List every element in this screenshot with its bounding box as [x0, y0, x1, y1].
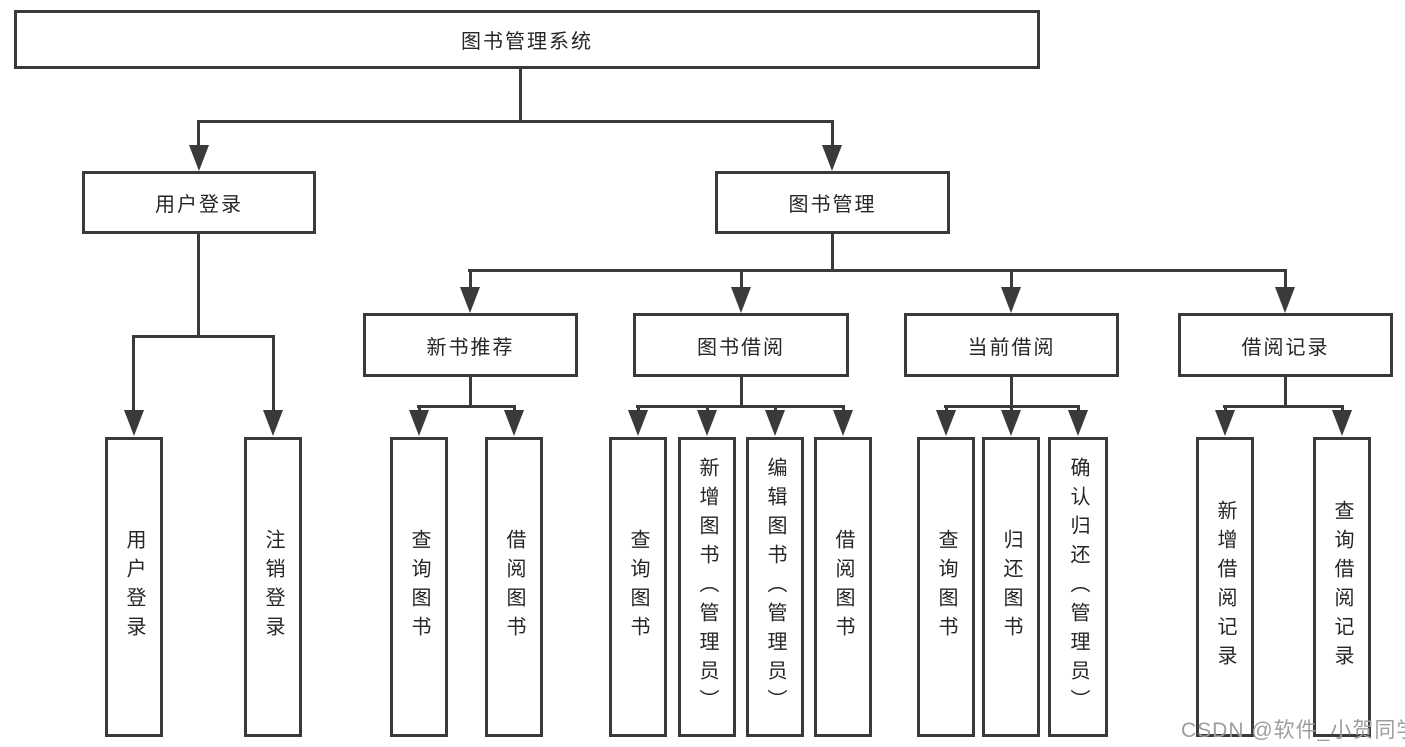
edge-root-trunk: [519, 69, 522, 123]
leaf-edit-book-admin: 编辑图书（管理员）: [746, 437, 804, 737]
arrow-down-icon: [1215, 410, 1235, 436]
node-label: 编辑图书（管理员）: [764, 456, 786, 718]
edge-current-borrow-trunk: [1010, 377, 1013, 408]
arrow-down-icon: [124, 410, 144, 436]
edge-new-book-stub-2: [513, 405, 516, 413]
edge-new-book-rail: [417, 405, 516, 408]
edge-book-management-rail: [468, 269, 1287, 272]
edge-root-rail: [197, 120, 834, 123]
leaf-user-login: 用户登录: [105, 437, 163, 737]
edge-book-borrow-rail: [636, 405, 845, 408]
node-label: 当前借阅: [967, 336, 1056, 359]
edge-current-borrow-stub-1: [945, 405, 948, 413]
edge-book-borrow-stub-1: [637, 405, 640, 413]
edge-book-borrow-trunk: [740, 377, 743, 408]
node-label: 图书管理系统: [461, 31, 593, 53]
node-label: 借阅图书: [503, 529, 525, 645]
leaf-add-book-admin: 新增图书（管理员）: [678, 437, 736, 737]
arrow-down-icon: [263, 410, 283, 436]
leaf-query-books-recommend: 查询图书: [390, 437, 448, 737]
leaf-confirm-return-admin: 确认归还（管理员）: [1048, 437, 1108, 737]
leaf-return-book: 归还图书: [982, 437, 1040, 737]
node-label: 归还图书: [1000, 529, 1022, 645]
leaf-borrow-books-recommend: 借阅图书: [485, 437, 543, 737]
node-label: 注销登录: [262, 529, 284, 645]
arrow-down-icon: [1275, 287, 1295, 313]
node-library-management-system: 图书管理系统: [14, 10, 1040, 69]
node-label: 新增借阅记录: [1214, 500, 1236, 674]
edge-book-borrow-stub-3: [774, 405, 777, 413]
leaf-logout: 注销登录: [244, 437, 302, 737]
edge-stub-book-borrow: [740, 269, 743, 289]
node-label: 用户登录: [155, 194, 243, 216]
edge-root-stub-book-management: [831, 120, 834, 148]
edge-borrow-records-stub-1: [1224, 405, 1227, 413]
arrow-down-icon: [765, 410, 785, 436]
node-label: 查询图书: [935, 529, 957, 645]
node-label: 查询图书: [627, 529, 649, 645]
edge-current-borrow-stub-2: [1010, 405, 1013, 413]
arrow-down-icon: [936, 410, 956, 436]
node-label: 查询图书: [408, 529, 430, 645]
arrow-down-icon: [460, 287, 480, 313]
leaf-borrow-books: 借阅图书: [814, 437, 872, 737]
edge-book-management-trunk: [831, 234, 834, 272]
node-book-management: 图书管理: [715, 171, 950, 234]
node-label: 新书推荐: [426, 336, 515, 359]
leaf-query-books-current: 查询图书: [917, 437, 975, 737]
node-borrow-records: 借阅记录: [1178, 313, 1393, 377]
edge-stub-borrow-records: [1284, 269, 1287, 289]
arrow-down-icon: [1001, 287, 1021, 313]
node-label: 图书借阅: [697, 336, 785, 359]
node-book-borrow: 图书借阅: [633, 313, 849, 377]
node-label: 查询借阅记录: [1331, 500, 1353, 674]
node-label: 借阅记录: [1241, 336, 1330, 359]
leaf-query-borrow-record: 查询借阅记录: [1313, 437, 1371, 737]
node-new-book-recommend: 新书推荐: [363, 313, 578, 377]
arrow-down-icon: [697, 410, 717, 436]
node-label: 用户登录: [123, 529, 145, 645]
edge-stub-current-borrow: [1010, 269, 1013, 289]
leaf-query-books-borrow: 查询图书: [609, 437, 667, 737]
arrow-down-icon: [822, 145, 842, 171]
edge-user-login-trunk: [197, 234, 200, 338]
edge-stub-new-book: [469, 269, 472, 289]
csdn-watermark: CSDN @软件_小贺同学: [1181, 719, 1405, 742]
edge-user-login-stub-1: [132, 335, 135, 412]
edge-book-borrow-stub-2: [706, 405, 709, 413]
edge-user-login-rail: [132, 335, 275, 338]
arrow-down-icon: [731, 287, 751, 313]
edge-borrow-records-stub-2: [1341, 405, 1344, 413]
edge-borrow-records-trunk: [1284, 377, 1287, 408]
arrow-down-icon: [1001, 410, 1021, 436]
node-current-borrow: 当前借阅: [904, 313, 1119, 377]
arrow-down-icon: [409, 410, 429, 436]
node-user-login: 用户登录: [82, 171, 316, 234]
node-label: 图书管理: [788, 194, 877, 216]
node-label: 确认归还（管理员）: [1067, 456, 1089, 718]
arrow-down-icon: [833, 410, 853, 436]
arrow-down-icon: [1332, 410, 1352, 436]
node-label: 新增图书（管理员）: [696, 456, 718, 718]
arrow-down-icon: [628, 410, 648, 436]
edge-user-login-stub-2: [272, 335, 275, 412]
edge-root-stub-user-login: [197, 120, 200, 148]
edge-new-book-trunk: [469, 377, 472, 408]
edge-book-borrow-stub-4: [842, 405, 845, 413]
arrow-down-icon: [189, 145, 209, 171]
edge-current-borrow-stub-3: [1077, 405, 1080, 413]
leaf-add-borrow-record: 新增借阅记录: [1196, 437, 1254, 737]
arrow-down-icon: [1068, 410, 1088, 436]
edge-new-book-stub-1: [418, 405, 421, 413]
node-label: 借阅图书: [832, 529, 854, 645]
edge-borrow-records-rail: [1223, 405, 1343, 408]
arrow-down-icon: [504, 410, 524, 436]
